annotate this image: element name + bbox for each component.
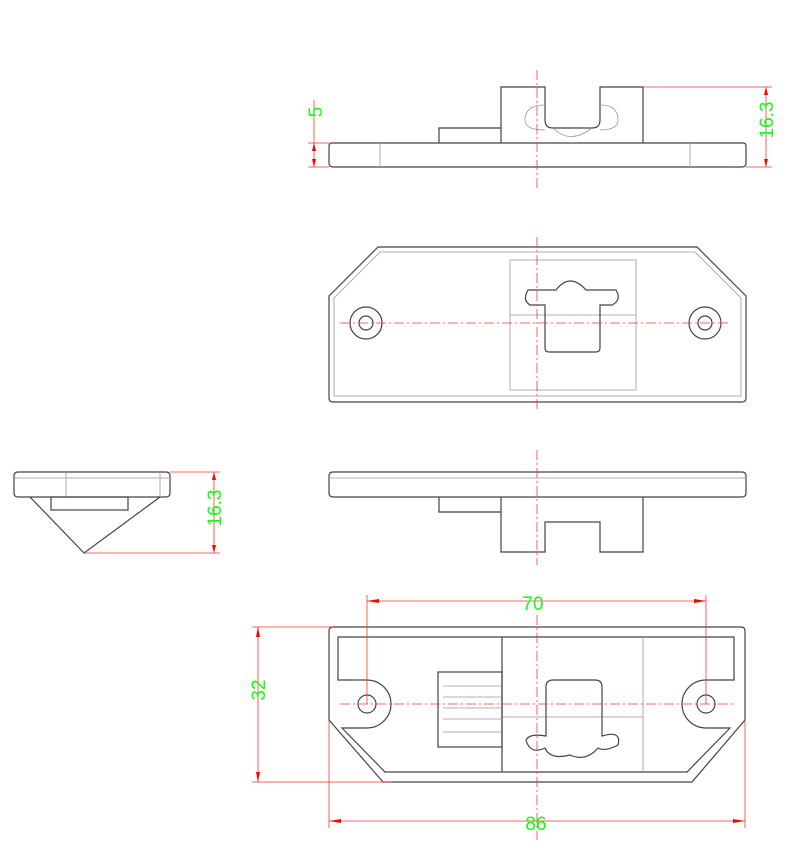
dimension-label: 86 [525, 814, 546, 835]
dimension-side-height: 16.3 [84, 471, 226, 554]
dimension-length: 86 [328, 720, 746, 835]
front-elevation-view [328, 70, 747, 190]
dimension-label: 70 [522, 594, 543, 615]
dimension-label: 16.3 [757, 102, 778, 139]
side-view [13, 471, 171, 554]
dimension-front-height: 16.3 [643, 86, 778, 168]
dimension-front-thickness: 5 [306, 100, 329, 168]
plan-view [328, 237, 747, 410]
dimension-hole-spacing: 70 [366, 594, 707, 704]
rear-elevation-view [328, 450, 747, 565]
bottom-view [328, 615, 746, 840]
dimension-label: 32 [249, 679, 270, 700]
dimension-width: 32 [249, 626, 392, 783]
dimension-label: 16.3 [205, 490, 226, 527]
dimension-label: 5 [306, 107, 327, 118]
